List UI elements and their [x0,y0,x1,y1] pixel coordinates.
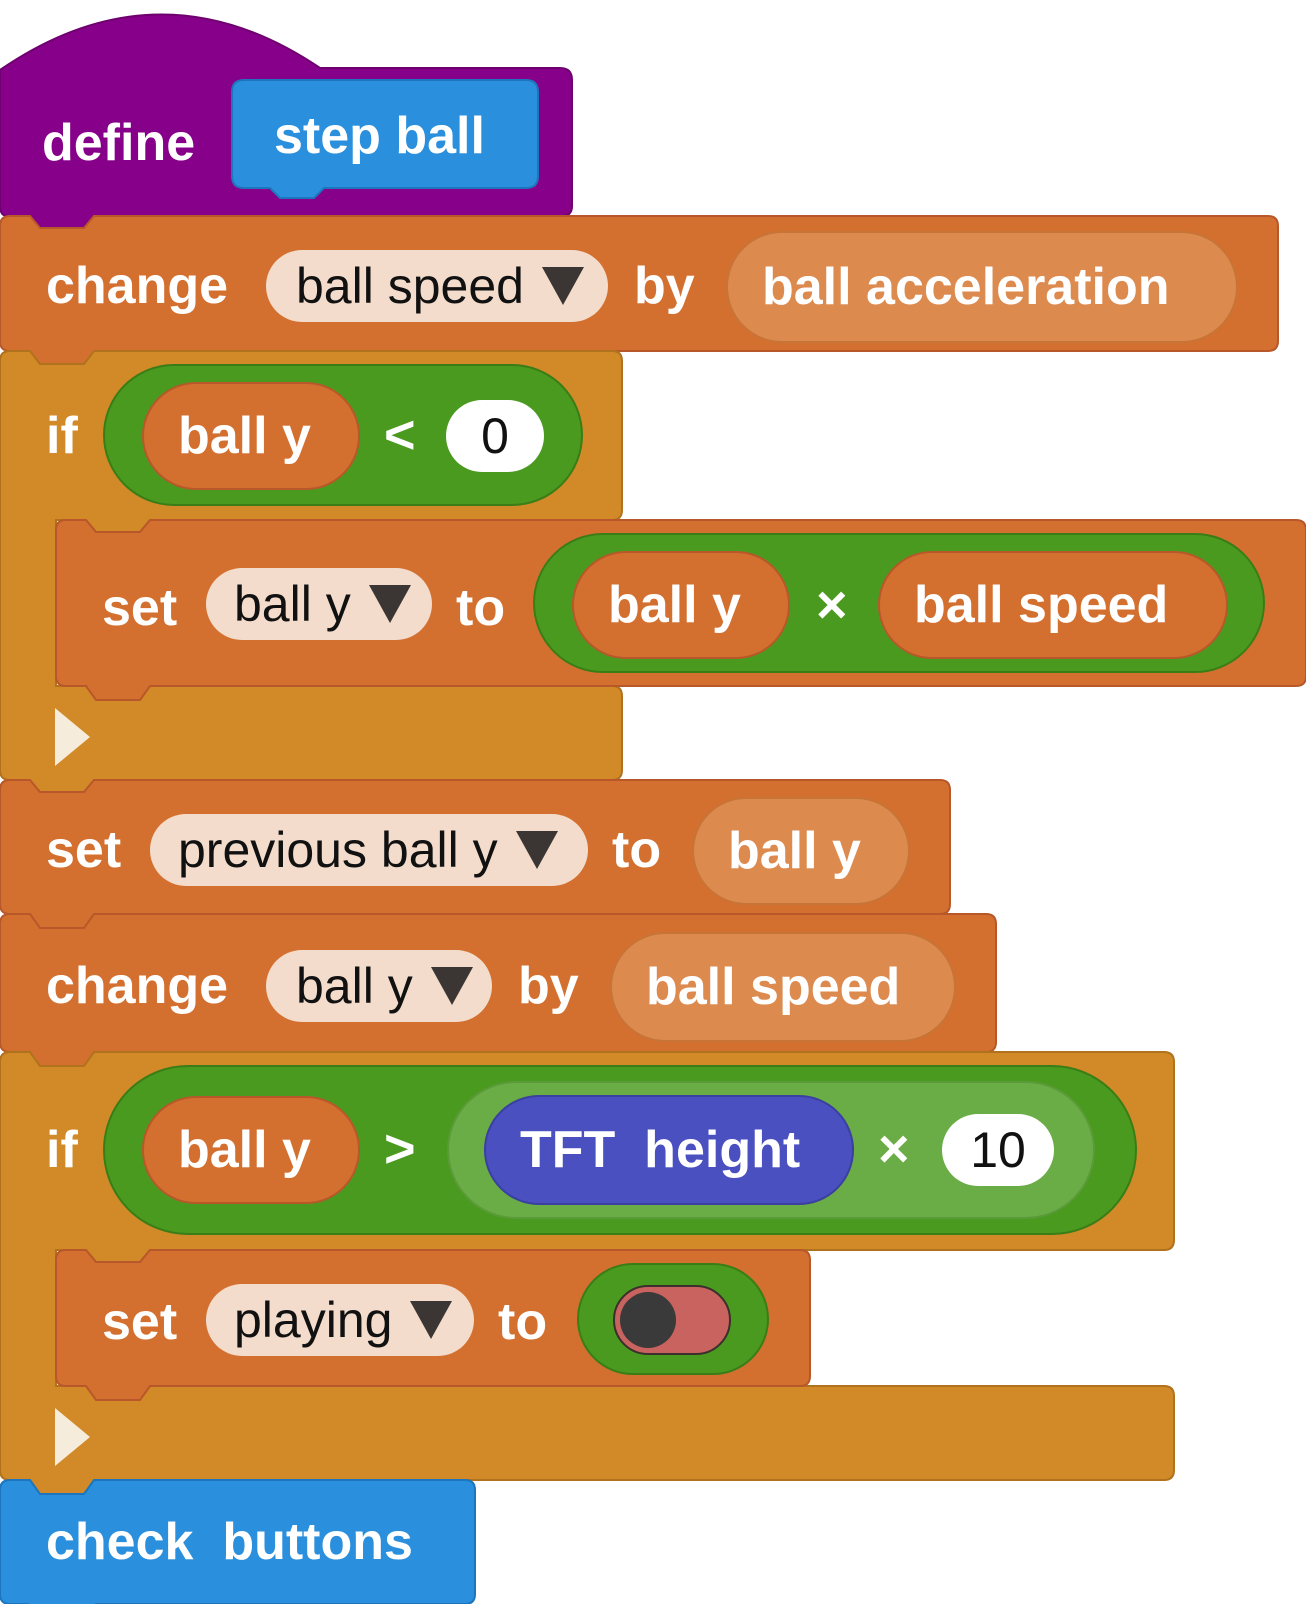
define-name-label[interactable]: step ball [274,107,485,165]
check-buttons-label[interactable]: check buttons [46,1513,413,1571]
toggle-knob [620,1292,676,1348]
ball-speed-reporter[interactable]: ball speed [878,551,1228,659]
set-keyword: set [102,579,178,637]
number-input-value: 10 [970,1122,1026,1178]
chevron-down-icon [410,1301,453,1339]
ball-speed-reporter[interactable]: ball speed [610,932,956,1042]
set-keyword: set [102,1293,178,1351]
ball-y-reporter[interactable]: ball y [142,382,360,490]
arrow-right-icon [55,708,90,766]
variable-dropdown[interactable]: previous ball y [150,814,588,886]
chevron-down-icon [541,267,584,305]
tft-height-reporter[interactable]: TFT height [484,1095,854,1205]
ball-y-reporter[interactable]: ball y [692,797,910,905]
ball-acceleration-reporter[interactable]: ball acceleration [726,231,1238,343]
ball-y-reporter[interactable]: ball y [142,1096,360,1204]
reporter-label: ball speed [646,958,901,1016]
define-name-block [231,79,539,199]
operator-symbol: × [816,575,848,635]
by-keyword: by [518,957,579,1015]
variable-dropdown-label: previous ball y [178,822,498,878]
reporter-label: ball y [178,1121,311,1179]
change-keyword: change [46,257,229,315]
variable-dropdown[interactable]: ball y [266,950,492,1022]
variable-dropdown-label: ball y [234,576,351,632]
arrow-right-icon [55,1408,90,1466]
reporter-label: ball speed [914,576,1169,634]
reporter-label: ball y [728,822,861,880]
chevron-down-icon [430,967,473,1005]
variable-dropdown[interactable]: playing [206,1284,474,1356]
variable-dropdown[interactable]: ball y [206,568,432,640]
define-keyword: define [42,114,196,172]
to-keyword: to [498,1293,548,1351]
by-keyword: by [634,257,695,315]
variable-dropdown-label: playing [234,1292,393,1348]
reporter-label: ball y [178,407,311,465]
if-keyword: if [46,1121,78,1179]
variable-dropdown-label: ball y [296,958,413,1014]
to-keyword: to [456,579,506,637]
variable-dropdown[interactable]: ball speed [266,250,608,322]
if-keyword: if [46,407,78,465]
to-keyword: to [612,821,662,879]
operator-symbol: < [384,405,416,465]
chevron-down-icon [515,831,558,869]
number-input[interactable]: 10 [942,1114,1054,1186]
reporter-label: TFT height [520,1121,801,1179]
set-keyword: set [46,821,122,879]
operator-symbol: × [878,1119,910,1179]
reporter-label: ball y [608,576,741,634]
change-keyword: change [46,957,229,1015]
chevron-down-icon [368,585,411,623]
reporter-label: ball acceleration [762,258,1170,316]
number-input[interactable]: 0 [446,400,544,472]
operator-symbol: > [384,1119,416,1179]
variable-dropdown-label: ball speed [296,258,524,314]
ball-y-reporter[interactable]: ball y [572,551,790,659]
number-input-value: 0 [481,408,509,464]
